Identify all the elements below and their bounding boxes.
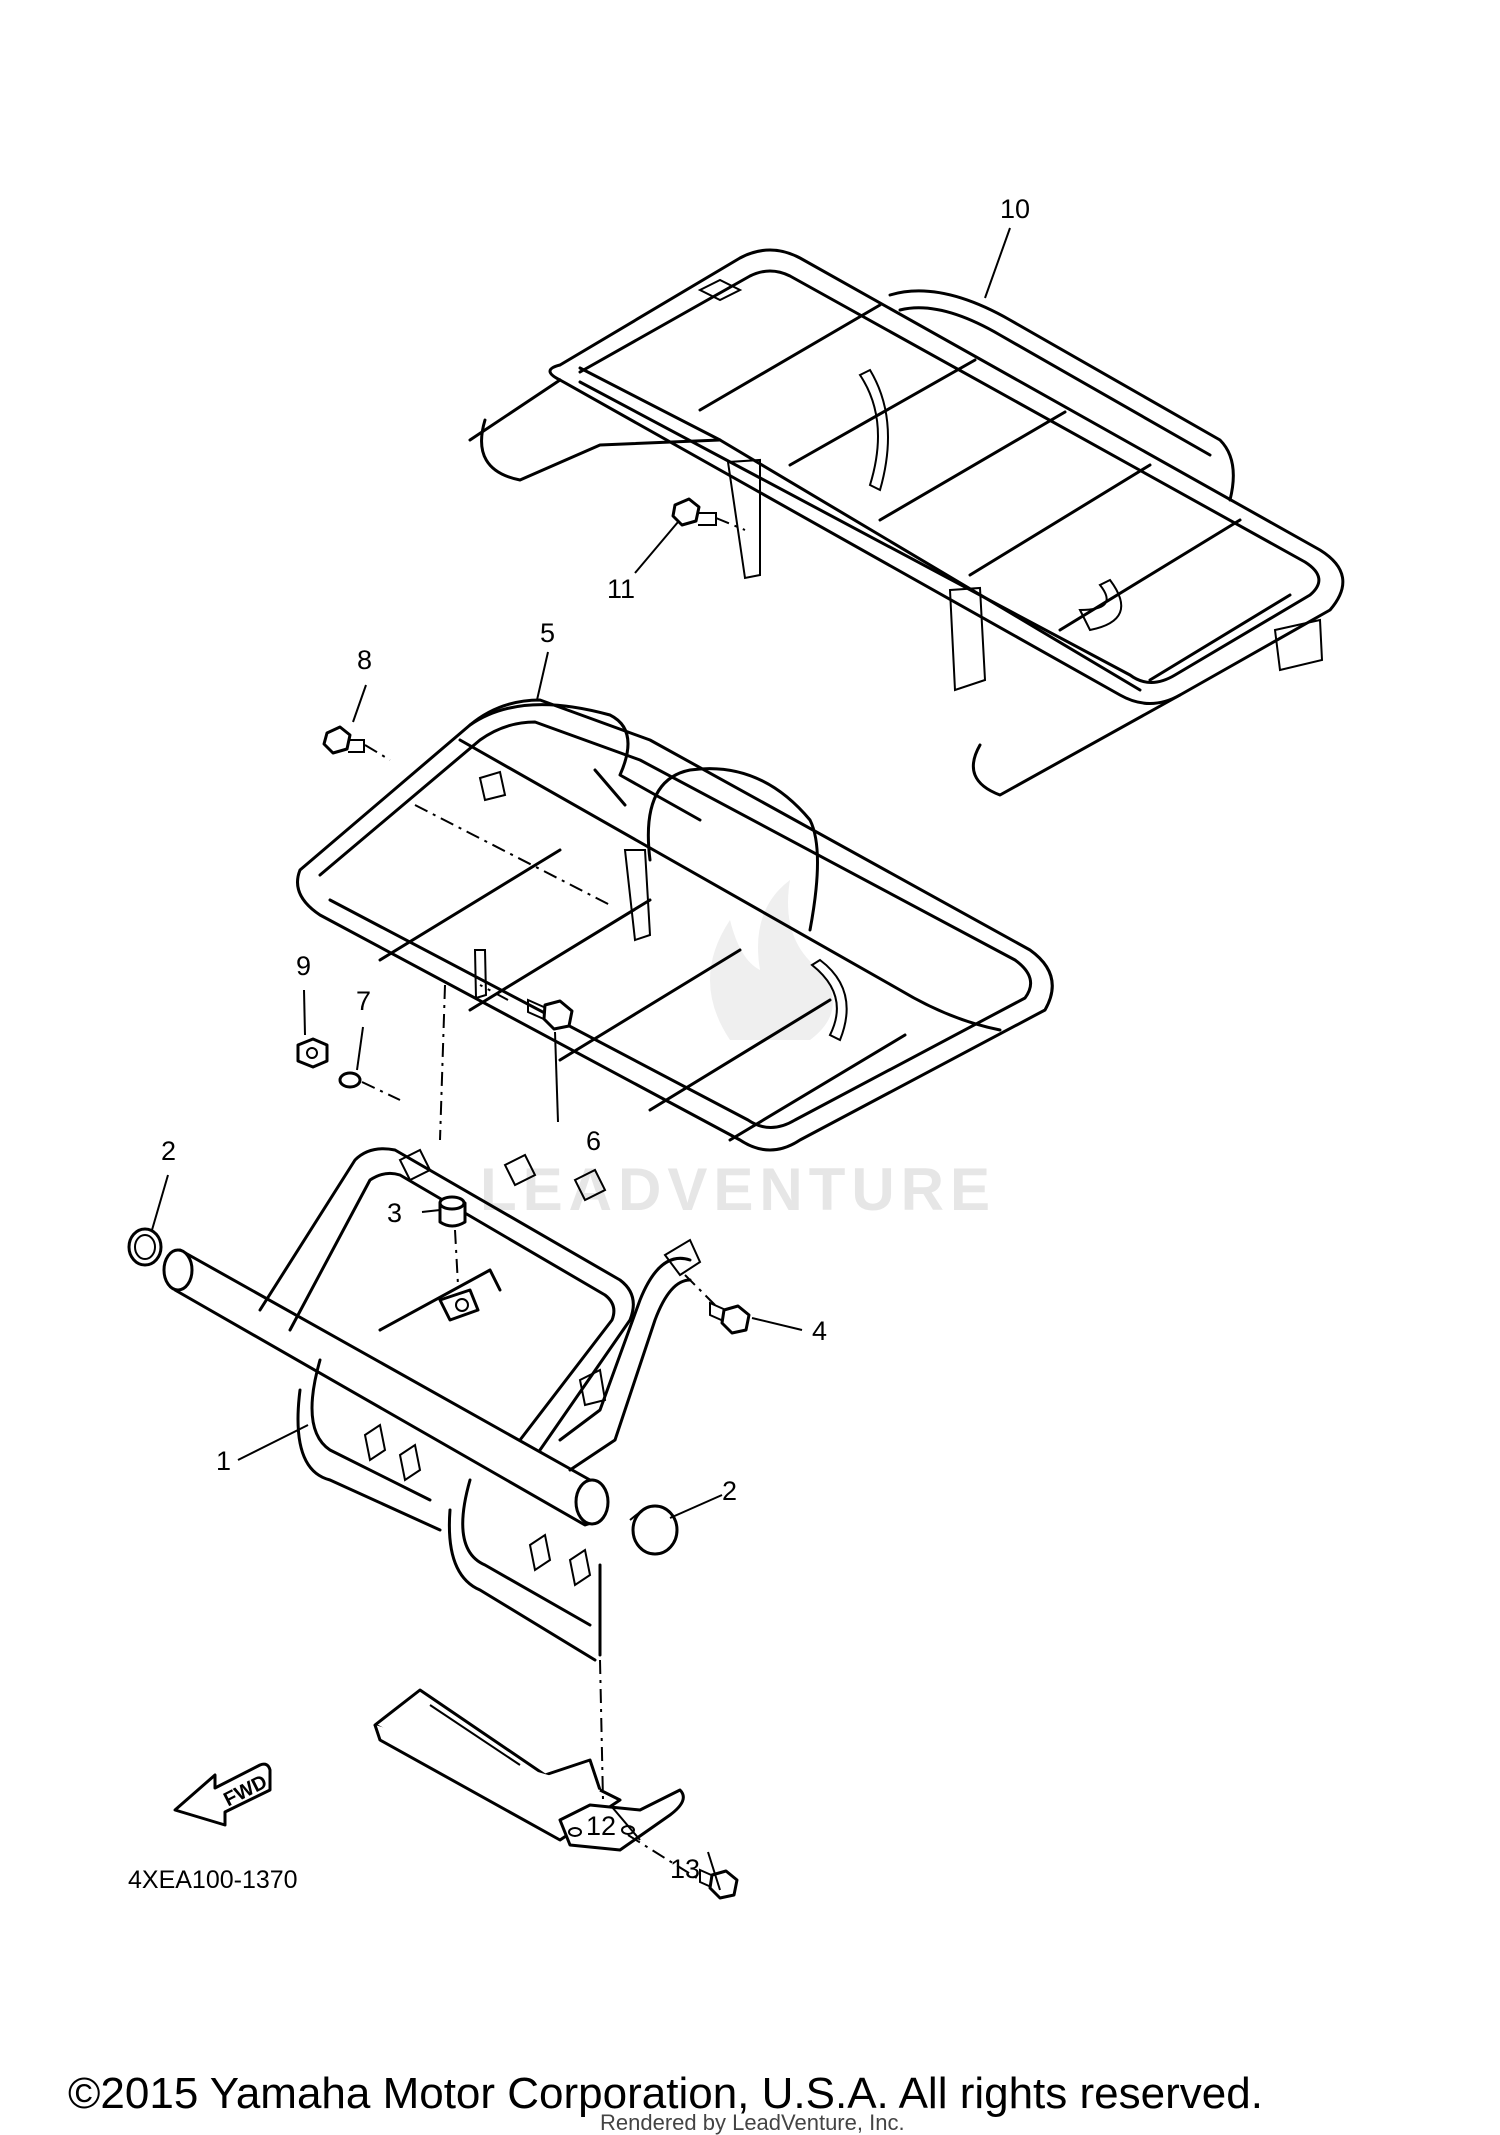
callout-3: 3 xyxy=(387,1198,402,1228)
callout-labels: 10 11 5 8 9 7 6 2 3 4 1 2 12 13 xyxy=(161,194,1030,1884)
watermark-text: LEADVENTURE xyxy=(480,1156,996,1223)
skid-plate-part-12 xyxy=(373,1659,701,1881)
nut-part-9 xyxy=(296,1037,329,1069)
cap-part-2-left xyxy=(127,1227,163,1267)
callout-6: 6 xyxy=(586,1126,601,1156)
rear-carrier-part-10 xyxy=(468,248,1345,797)
callout-13: 13 xyxy=(670,1854,700,1884)
copyright-text: ©2015 Yamaha Motor Corporation, U.S.A. A… xyxy=(68,2069,1263,2118)
callout-5: 5 xyxy=(540,618,555,648)
callout-9: 9 xyxy=(296,951,311,981)
callout-2-right: 2 xyxy=(722,1476,737,1506)
callout-2-left: 2 xyxy=(161,1136,176,1166)
cap-part-2-right xyxy=(629,1504,679,1556)
callout-8: 8 xyxy=(357,645,372,675)
bolt-part-11 xyxy=(671,497,746,531)
callout-10: 10 xyxy=(1000,194,1030,224)
callout-11: 11 xyxy=(607,574,635,604)
bolt-part-8 xyxy=(322,725,391,761)
assembly-line-carrier xyxy=(439,984,446,1141)
bolt-part-6 xyxy=(479,984,574,1031)
washer-part-7 xyxy=(338,1071,401,1101)
fwd-arrow-icon: FWD xyxy=(173,1762,272,1827)
watermark: LEADVENTURE xyxy=(480,880,996,1223)
bolt-part-4 xyxy=(684,1274,751,1335)
callout-7: 7 xyxy=(356,986,371,1016)
front-carrier-part-5 xyxy=(296,698,1054,1152)
callout-12: 12 xyxy=(586,1811,616,1841)
callout-4: 4 xyxy=(812,1316,827,1346)
plug-part-3 xyxy=(438,1195,467,1286)
leader-lines xyxy=(151,227,1011,1891)
callout-1: 1 xyxy=(216,1446,231,1476)
part-code: 4XEA100-1370 xyxy=(128,1866,298,1894)
rendered-by-text: Rendered by LeadVenture, Inc. xyxy=(600,2110,905,2135)
bumper-frame-part-1 xyxy=(162,1147,702,1662)
